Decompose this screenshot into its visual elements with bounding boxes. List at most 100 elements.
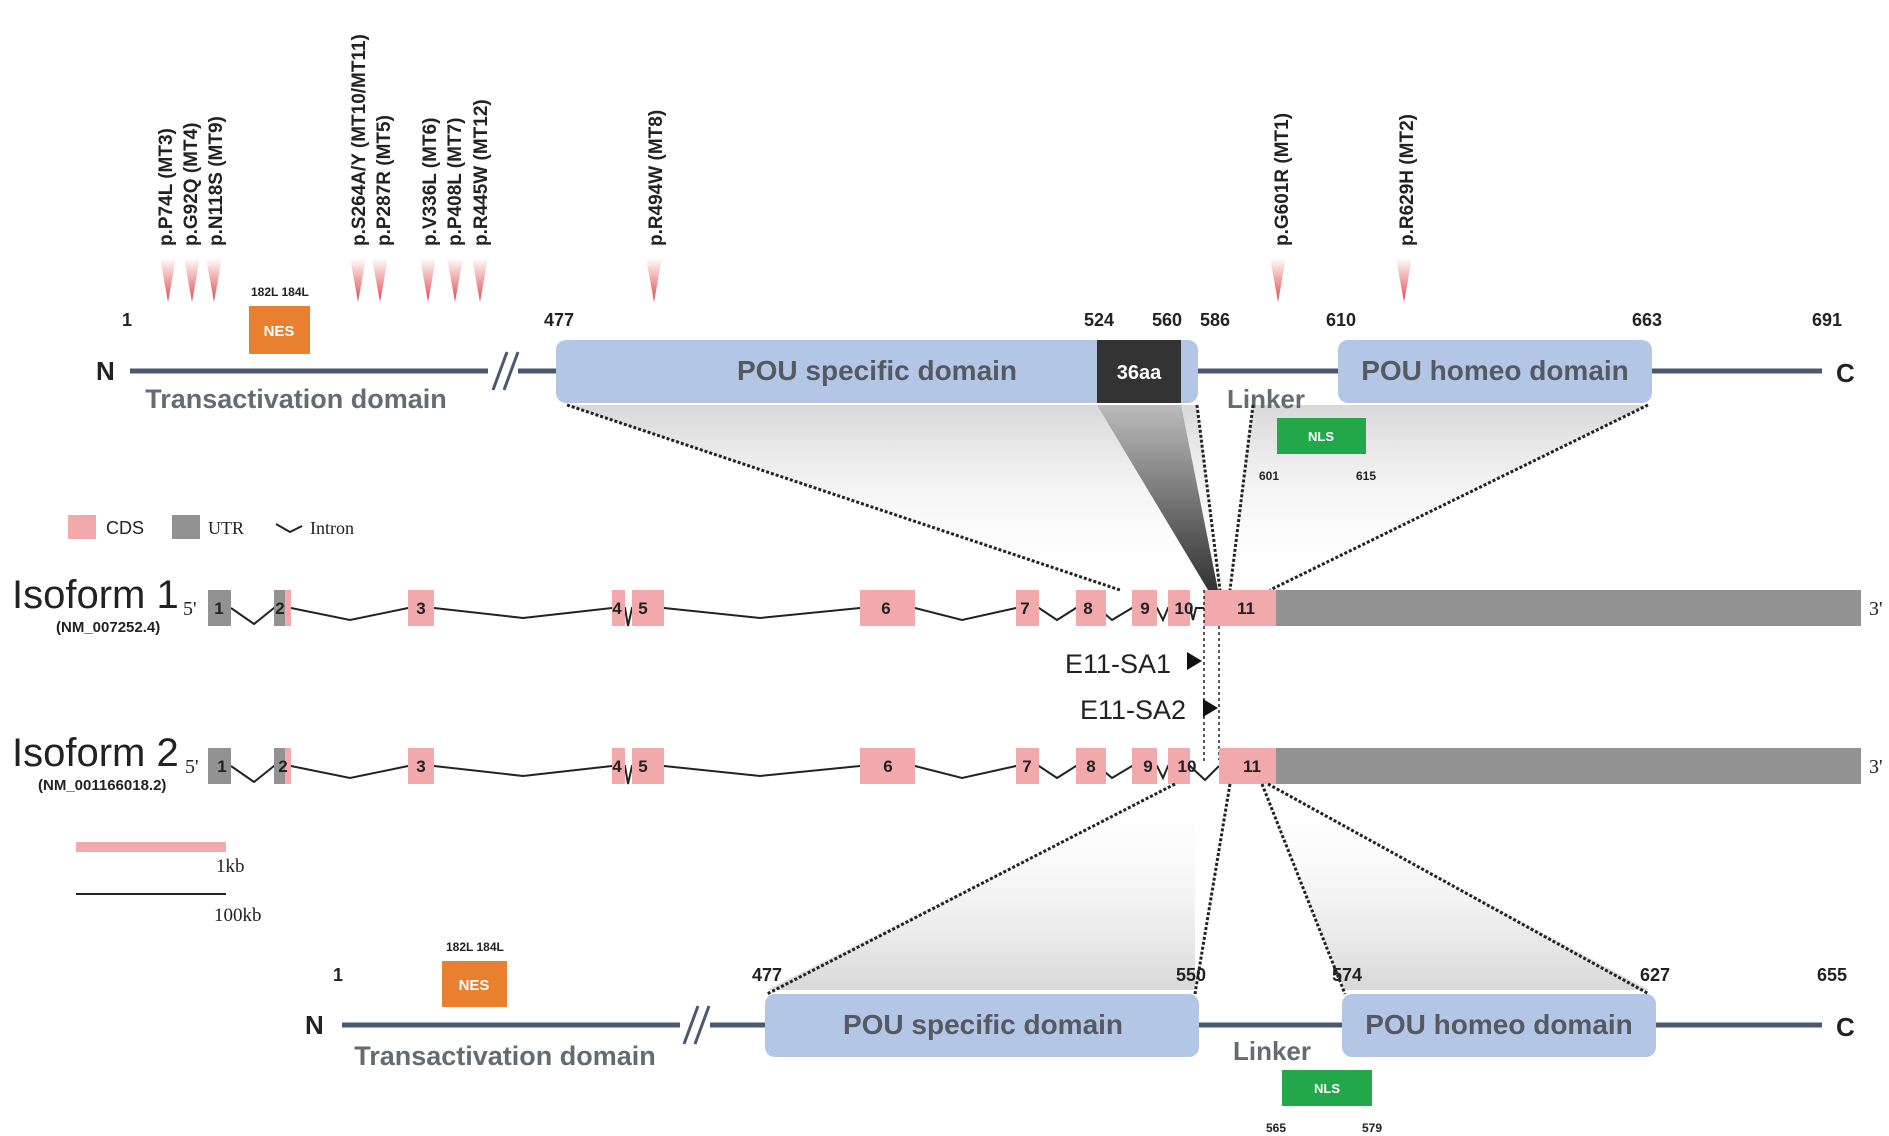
- position-label: 586: [1200, 310, 1230, 330]
- exon-cds: [612, 748, 625, 784]
- sa-arrow: [1203, 699, 1218, 717]
- splice-site-label: E11-SA1: [1065, 649, 1171, 679]
- mapping-line: [1228, 404, 1255, 591]
- pou-homeo-domain: [1338, 340, 1652, 403]
- exon-cds: [632, 590, 664, 626]
- isoform1-title: Isoform 1: [12, 573, 179, 617]
- exon-number: 6: [883, 757, 892, 776]
- mutation-label: p.S264A/Y (MT10/MT11): [349, 34, 370, 246]
- exon-cds: [860, 748, 915, 784]
- pou-homeo-domain: [1342, 994, 1656, 1057]
- legend-cds-swatch: [68, 515, 96, 539]
- mutation-arrow: [447, 258, 463, 302]
- nls-end: 615: [1356, 469, 1376, 483]
- funnel-shade: [1262, 784, 1649, 990]
- nls-box: [1282, 1070, 1372, 1106]
- mapping-line: [566, 403, 1121, 592]
- position-label: 627: [1640, 965, 1670, 985]
- exon-utr: [1276, 748, 1861, 784]
- pou-specific-label: POU specific domain: [843, 1009, 1123, 1040]
- mapping-line: [1260, 783, 1347, 995]
- legend-cds-label: CDS: [106, 518, 144, 538]
- isoform2-gene: Isoform 2 (NM_001166018.2) 5' 3' 1 2 3 4…: [12, 731, 1883, 794]
- exon-number: 7: [1022, 757, 1031, 776]
- exon-cds: [1076, 590, 1106, 626]
- exon-number: 11: [1237, 599, 1255, 618]
- nes-box: [442, 961, 507, 1007]
- exon-number: 1: [214, 599, 223, 618]
- exon-number: 10: [1175, 599, 1194, 618]
- splice-site-label: E11-SA2: [1080, 695, 1186, 725]
- exon-cds: [1132, 590, 1157, 626]
- linker-label: Linker: [1227, 384, 1305, 414]
- mutation-arrow: [1270, 258, 1286, 302]
- funnel-shade: [567, 405, 1220, 590]
- exon-number: 4: [612, 757, 622, 776]
- linker-label: Linker: [1233, 1036, 1311, 1066]
- scale-bars: 1kb 100kb: [76, 842, 262, 926]
- exon-cds: [632, 748, 664, 784]
- position-label: 477: [544, 310, 574, 330]
- nes-label: NES: [459, 977, 490, 994]
- three-prime: 3': [1869, 756, 1883, 778]
- exon-utr: [274, 748, 285, 784]
- exon-number: 8: [1083, 599, 1092, 618]
- isoform2-accession: (NM_001166018.2): [38, 777, 166, 794]
- pou-specific-domain: [765, 994, 1199, 1057]
- break-mark: [502, 351, 520, 391]
- scale-label-cds: 1kb: [216, 856, 245, 877]
- break-mark: [491, 351, 509, 391]
- nls-label: NLS: [1314, 1081, 1340, 1096]
- mutation-arrow: [206, 258, 222, 302]
- position-label: 663: [1632, 310, 1662, 330]
- position-label: 560: [1152, 310, 1182, 330]
- exon-number: 2: [275, 599, 284, 618]
- intron-line: [230, 765, 1220, 785]
- mutation-arrow: [184, 258, 200, 302]
- exon-cds: [1168, 748, 1190, 784]
- exon-utr: [208, 590, 231, 626]
- exon-number: 3: [416, 757, 425, 776]
- position-label: 524: [1084, 310, 1114, 330]
- exon-number: 11: [1243, 757, 1261, 776]
- mutation-label: p.P287R (MT5): [374, 115, 395, 246]
- exon-cds: [408, 748, 434, 784]
- exon-number: 2: [278, 757, 287, 776]
- mapping-line: [1269, 403, 1649, 592]
- position-label: 691: [1812, 310, 1842, 330]
- break-mark: [693, 1005, 711, 1045]
- funnel-shade: [767, 784, 1195, 990]
- nes-sites: 182L 184L: [446, 940, 504, 954]
- exon-number: 3: [416, 599, 425, 618]
- c-terminus: C: [1836, 1012, 1855, 1042]
- exon-cds: [1016, 590, 1039, 626]
- mutation-markers: p.P74L (MT3) p.G92Q (MT4) p.N118S (MT9) …: [156, 34, 1418, 302]
- position-label: 1: [122, 310, 132, 330]
- break-mark: [682, 1005, 700, 1045]
- legend-utr-swatch: [172, 515, 200, 539]
- pou-specific-domain: [556, 340, 1198, 403]
- exon-number: 9: [1143, 757, 1152, 776]
- legend-utr-label: UTR: [208, 518, 244, 538]
- transactivation-label: Transactivation domain: [145, 384, 447, 414]
- mutation-arrow: [350, 258, 366, 302]
- exon-cds: [1204, 590, 1276, 626]
- nes-box: [249, 306, 310, 354]
- mutation-label: p.G92Q (MT4): [181, 122, 202, 246]
- mapping-line: [1195, 404, 1222, 591]
- mutation-label: p.P408L (MT7): [445, 118, 466, 246]
- pou-homeo-label: POU homeo domain: [1361, 355, 1629, 386]
- exon-cds: [1016, 748, 1039, 784]
- mutation-label: p.R494W (MT8): [646, 110, 667, 246]
- position-label: 550: [1176, 965, 1206, 985]
- nls-label: NLS: [1308, 429, 1334, 444]
- exon-number: 9: [1140, 599, 1149, 618]
- exon-number: 4: [612, 599, 622, 618]
- insert-funnel: [1097, 405, 1218, 590]
- scale-bar-cds: [76, 842, 226, 852]
- legend-intron-label: Intron: [310, 518, 354, 538]
- exon-cds: [1219, 748, 1276, 784]
- exon-cds: [860, 590, 915, 626]
- five-prime: 5': [183, 598, 197, 620]
